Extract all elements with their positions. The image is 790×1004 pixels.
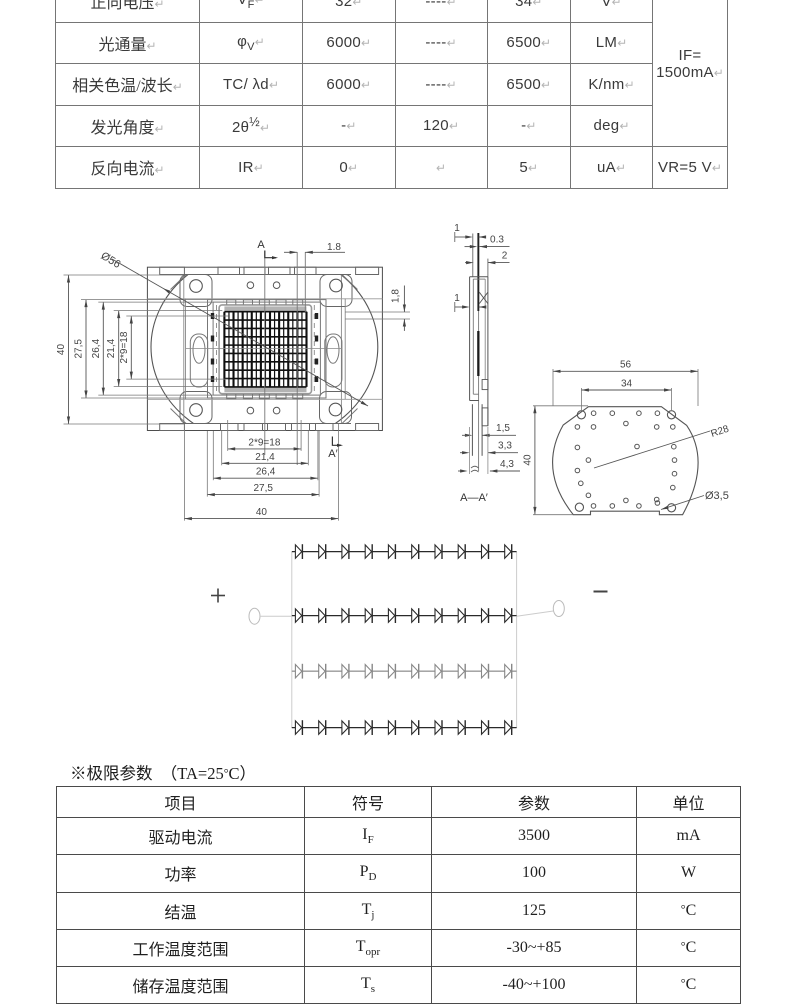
svg-text:1,5: 1,5: [496, 423, 510, 434]
svg-text:A′: A′: [328, 448, 337, 460]
svg-text:1: 1: [454, 223, 460, 234]
svg-text:27,5: 27,5: [74, 339, 85, 359]
svg-text:0.3: 0.3: [490, 235, 504, 246]
svg-text:1.8: 1.8: [327, 242, 341, 253]
svg-text:40: 40: [523, 454, 534, 466]
svg-text:4,3: 4,3: [500, 459, 514, 470]
svg-text:27,5: 27,5: [253, 483, 273, 494]
svg-text:21,4: 21,4: [106, 338, 117, 358]
svg-text:2: 2: [502, 251, 508, 262]
svg-text:40: 40: [256, 507, 268, 518]
svg-text:1,8: 1,8: [391, 289, 402, 303]
svg-text:Ø56: Ø56: [99, 250, 123, 271]
svg-text:3,3: 3,3: [498, 441, 512, 452]
svg-text:26,4: 26,4: [256, 467, 276, 478]
svg-text:2*9=18: 2*9=18: [119, 331, 130, 363]
svg-text:1: 1: [454, 293, 460, 304]
svg-text:A—A′: A—A′: [460, 492, 488, 504]
svg-text:Ø3,5: Ø3,5: [705, 490, 729, 502]
svg-text:21,4: 21,4: [255, 452, 275, 463]
svg-text:26,4: 26,4: [91, 338, 102, 358]
svg-text:56: 56: [620, 360, 632, 371]
svg-text:2*9=18: 2*9=18: [248, 437, 280, 448]
svg-text:R28: R28: [710, 424, 731, 440]
svg-text:34: 34: [621, 379, 633, 390]
svg-text:40: 40: [56, 344, 67, 356]
svg-text:A: A: [257, 239, 265, 251]
